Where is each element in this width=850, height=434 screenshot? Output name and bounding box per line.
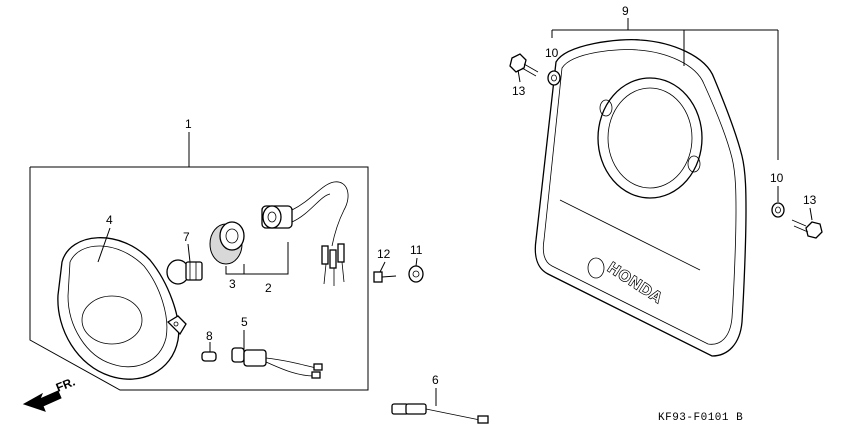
leader-lines-9 xyxy=(551,18,779,160)
front-arrow-label: FR. xyxy=(54,375,77,395)
grommet-upper xyxy=(547,70,561,86)
headlight-case xyxy=(534,38,747,357)
screw xyxy=(373,261,397,283)
callout-4: 4 xyxy=(106,213,113,227)
bolt-lower xyxy=(791,207,823,239)
nut xyxy=(408,257,424,283)
callout-12: 12 xyxy=(377,247,391,261)
callout-13-lower: 13 xyxy=(803,193,817,207)
headlight-bulb xyxy=(166,243,203,285)
callouts: 1 2 3 4 5 6 7 8 9 10 10 11 12 13 13 xyxy=(106,4,817,387)
front-direction-arrow: FR. xyxy=(22,375,77,412)
leader-lines-2-3 xyxy=(225,242,289,275)
callout-11: 11 xyxy=(410,243,423,257)
socket-cover xyxy=(209,221,245,265)
callout-10-upper: 10 xyxy=(545,46,559,60)
callout-7: 7 xyxy=(183,230,190,244)
headlight-lens xyxy=(57,227,187,380)
position-bulb xyxy=(201,342,217,362)
bolt-upper xyxy=(509,53,539,83)
assembly-frame xyxy=(29,132,369,391)
lamp-wire xyxy=(391,388,489,424)
callout-8: 8 xyxy=(206,329,213,343)
callout-9: 9 xyxy=(622,4,629,18)
callout-2: 2 xyxy=(265,281,272,295)
callout-1: 1 xyxy=(185,117,192,131)
callout-10-lower: 10 xyxy=(770,171,784,185)
diagram-code: KF93-F0101 B xyxy=(658,412,743,424)
callout-5: 5 xyxy=(241,315,248,329)
callout-13-upper: 13 xyxy=(512,84,526,98)
callout-6: 6 xyxy=(432,373,439,387)
callout-3: 3 xyxy=(229,277,236,291)
position-lamp-socket xyxy=(231,330,323,379)
bulb-socket xyxy=(261,181,349,286)
grommet-lower xyxy=(771,186,785,218)
